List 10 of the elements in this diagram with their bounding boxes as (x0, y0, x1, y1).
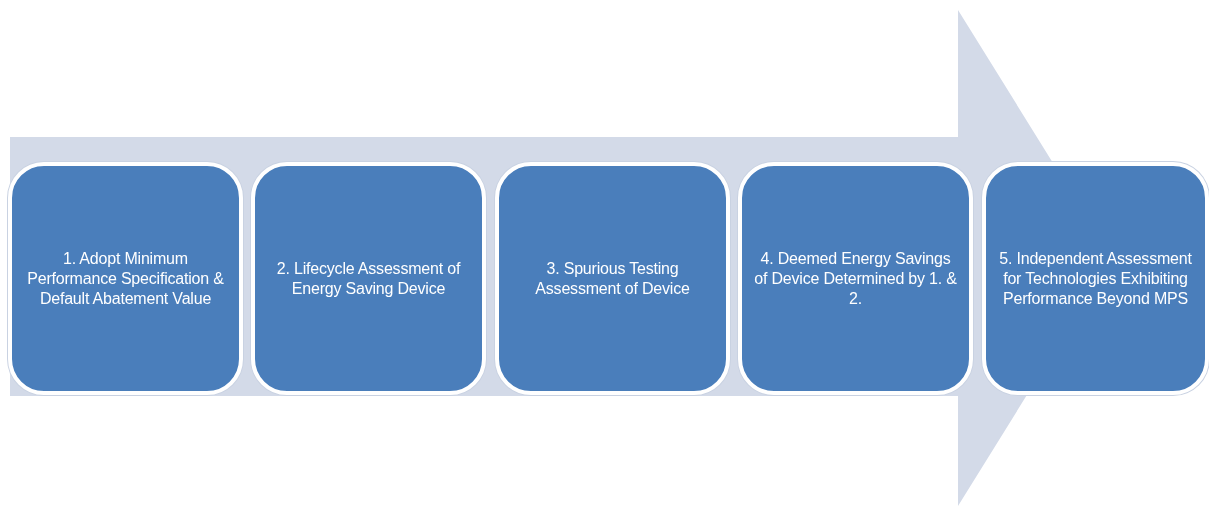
step-box (251, 162, 486, 395)
step-box (738, 162, 973, 395)
step-box (495, 162, 730, 395)
step-text: 2. Lifecycle Assessment of Energy Saving Device (275, 258, 462, 299)
step-box (8, 162, 243, 395)
step-text: 5. Independent Assessment for Technologies Exhibiting Performance Beyond MPS (998, 248, 1193, 309)
step-text: 3. Spurious Testing Assessment of Device (534, 258, 691, 299)
step-text: 4. Deemed Energy Savings of Device Determined by 1. & 2. (753, 248, 958, 309)
step-text: 1. Adopt Minimum Performance Specification & Default Abatement Value (26, 248, 225, 309)
step-box (982, 162, 1209, 395)
